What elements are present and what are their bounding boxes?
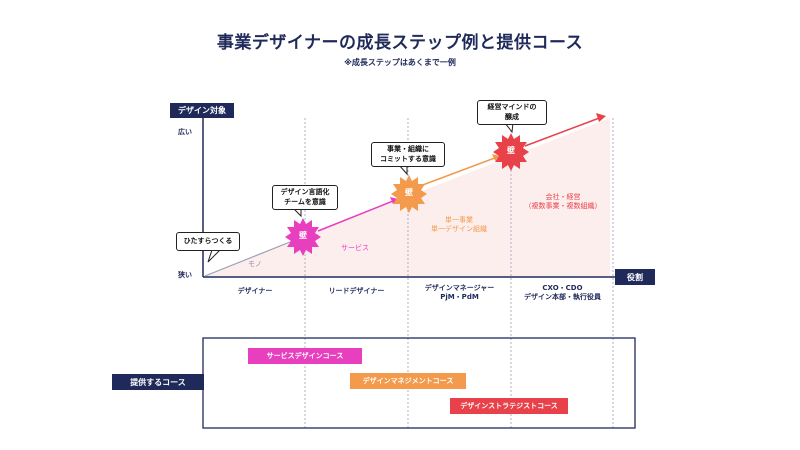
role-designer: デザイナー <box>237 287 273 295</box>
phase-label-company: 会社・経営 （複数事業・複数組織） <box>524 193 602 211</box>
wall-label-3: 壁 <box>507 146 515 155</box>
bubble-step-4: 経営マインドの 醸成 <box>477 100 547 125</box>
y-axis-label: デザイン対象 <box>170 103 234 118</box>
course-service-design[interactable]: サービスデザインコース <box>248 348 362 364</box>
arrow-head-magenta <box>390 197 398 204</box>
arrow-segment-orange <box>419 155 501 187</box>
page-subtitle: ※成長ステップはあくまで一例 <box>344 58 456 67</box>
course-design-management[interactable]: デザインマネジメントコース <box>350 373 466 389</box>
wall-burst-red <box>493 133 529 171</box>
arrow-head-red <box>596 113 606 122</box>
phase-label-service: サービス <box>341 244 369 252</box>
wall-burst-magenta <box>285 218 321 256</box>
bubble-step-2: デザイン言語化 チームを意識 <box>272 185 338 210</box>
wall-burst-orange <box>391 175 427 213</box>
course-design-strategist[interactable]: デザインストラテジストコース <box>450 398 568 414</box>
bubble-step-1: ひたすらつくる <box>176 232 240 251</box>
arrow-segment-magenta <box>317 198 399 232</box>
courses-label: 提供するコース <box>112 374 204 390</box>
role-design-manager: デザインマネージャー PjM・PdM <box>424 284 495 302</box>
wall-1 <box>285 218 321 256</box>
arrow-head-orange <box>492 154 500 161</box>
phase-label-mono: モノ <box>248 260 262 268</box>
y-axis-low-label: 狭い <box>178 271 192 279</box>
role-lead-designer: リードデザイナー <box>328 287 385 295</box>
arrow-segment-red <box>524 116 603 147</box>
arrow-segment-gray <box>204 237 301 277</box>
bubble-step-3: 事業・組織に コミットする意識 <box>371 142 445 167</box>
role-cxo: CXO・CDO デザイン本部・執行役員 <box>524 284 601 302</box>
y-axis-high-label: 広い <box>178 128 192 136</box>
page-title: 事業デザイナーの成長ステップ例と提供コース <box>216 33 584 53</box>
x-axis-label: 役割 <box>615 269 655 285</box>
wall-2 <box>391 175 427 213</box>
wall-label-2: 壁 <box>405 188 413 197</box>
phase-label-single: 単一事業 単一デザイン組織 <box>431 216 487 234</box>
wall-label-1: 壁 <box>299 231 307 240</box>
bubble-tail-1 <box>207 249 222 263</box>
wall-3 <box>493 133 529 171</box>
